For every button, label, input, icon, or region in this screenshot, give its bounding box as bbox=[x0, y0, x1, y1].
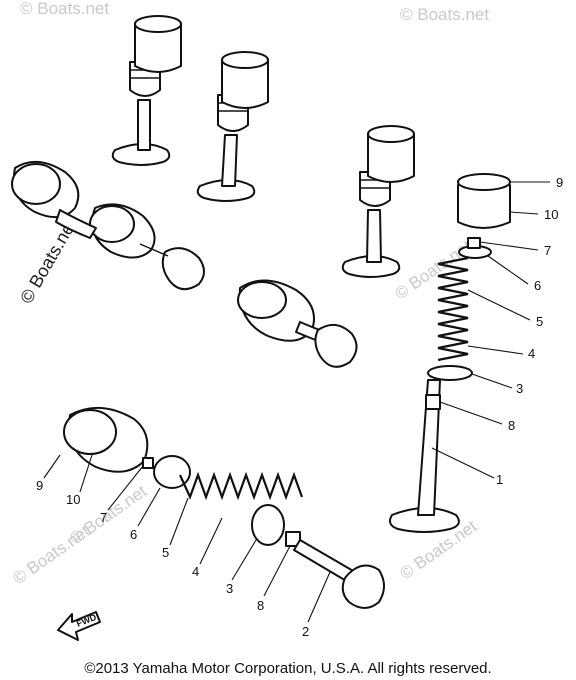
valve-cotter bbox=[142, 457, 154, 469]
callout-9-bottom: 9 bbox=[36, 478, 43, 493]
callout-5-right: 5 bbox=[536, 314, 543, 329]
watermark: © Boats.net bbox=[400, 5, 489, 24]
callout-7-bottom: 7 bbox=[100, 510, 107, 525]
valve-spring bbox=[437, 256, 469, 362]
valve-assembly-upright-1 bbox=[111, 15, 182, 166]
valve-assembly-tilted-left bbox=[11, 161, 205, 291]
valve-seal bbox=[425, 394, 441, 410]
valve-assembly-upright-2 bbox=[196, 51, 269, 202]
callout-numbers: 9 10 7 6 5 4 3 8 1 9 10 7 6 5 4 3 8 2 bbox=[36, 175, 563, 639]
leader-lines bbox=[43, 181, 550, 623]
callout-8-bottom: 8 bbox=[257, 598, 264, 613]
callout-6-bottom: 6 bbox=[130, 527, 137, 542]
callout-3-bottom: 3 bbox=[226, 581, 233, 596]
callout-3-right: 3 bbox=[516, 381, 523, 396]
callout-6-right: 6 bbox=[534, 278, 541, 293]
valve-cotter bbox=[467, 237, 481, 249]
callout-10-bottom: 10 bbox=[66, 492, 80, 507]
callout-10-right: 10 bbox=[544, 207, 558, 222]
watermark: © Boats.net bbox=[9, 521, 93, 588]
callout-4-bottom: 4 bbox=[192, 564, 199, 579]
spring-seat bbox=[427, 365, 473, 381]
valve-shim bbox=[457, 173, 511, 191]
callout-9-right: 9 bbox=[556, 175, 563, 190]
copyright-notice: ©2013 Yamaha Motor Corporation, U.S.A. A… bbox=[84, 660, 492, 677]
callout-8-right: 8 bbox=[508, 418, 515, 433]
exploded-assembly-bottom bbox=[63, 406, 385, 609]
callout-7-right: 7 bbox=[544, 243, 551, 258]
forward-direction-arrow: FWD bbox=[57, 611, 101, 641]
exploded-assembly-right bbox=[389, 173, 511, 533]
callout-4-right: 4 bbox=[528, 346, 535, 361]
valve-shim bbox=[63, 409, 117, 455]
callout-2: 2 bbox=[302, 624, 309, 639]
valve-head bbox=[341, 564, 385, 609]
spring-seat bbox=[251, 504, 285, 546]
valve-head bbox=[389, 507, 460, 533]
callout-1: 1 bbox=[496, 472, 503, 487]
spring-retainer bbox=[153, 455, 191, 489]
watermark: © Boats.net bbox=[20, 0, 109, 18]
valve-assembly-upright-3 bbox=[341, 125, 415, 278]
callout-5-bottom: 5 bbox=[162, 545, 169, 560]
valve-assembly-tilted-middle bbox=[237, 279, 358, 368]
valve-spring bbox=[178, 471, 304, 501]
